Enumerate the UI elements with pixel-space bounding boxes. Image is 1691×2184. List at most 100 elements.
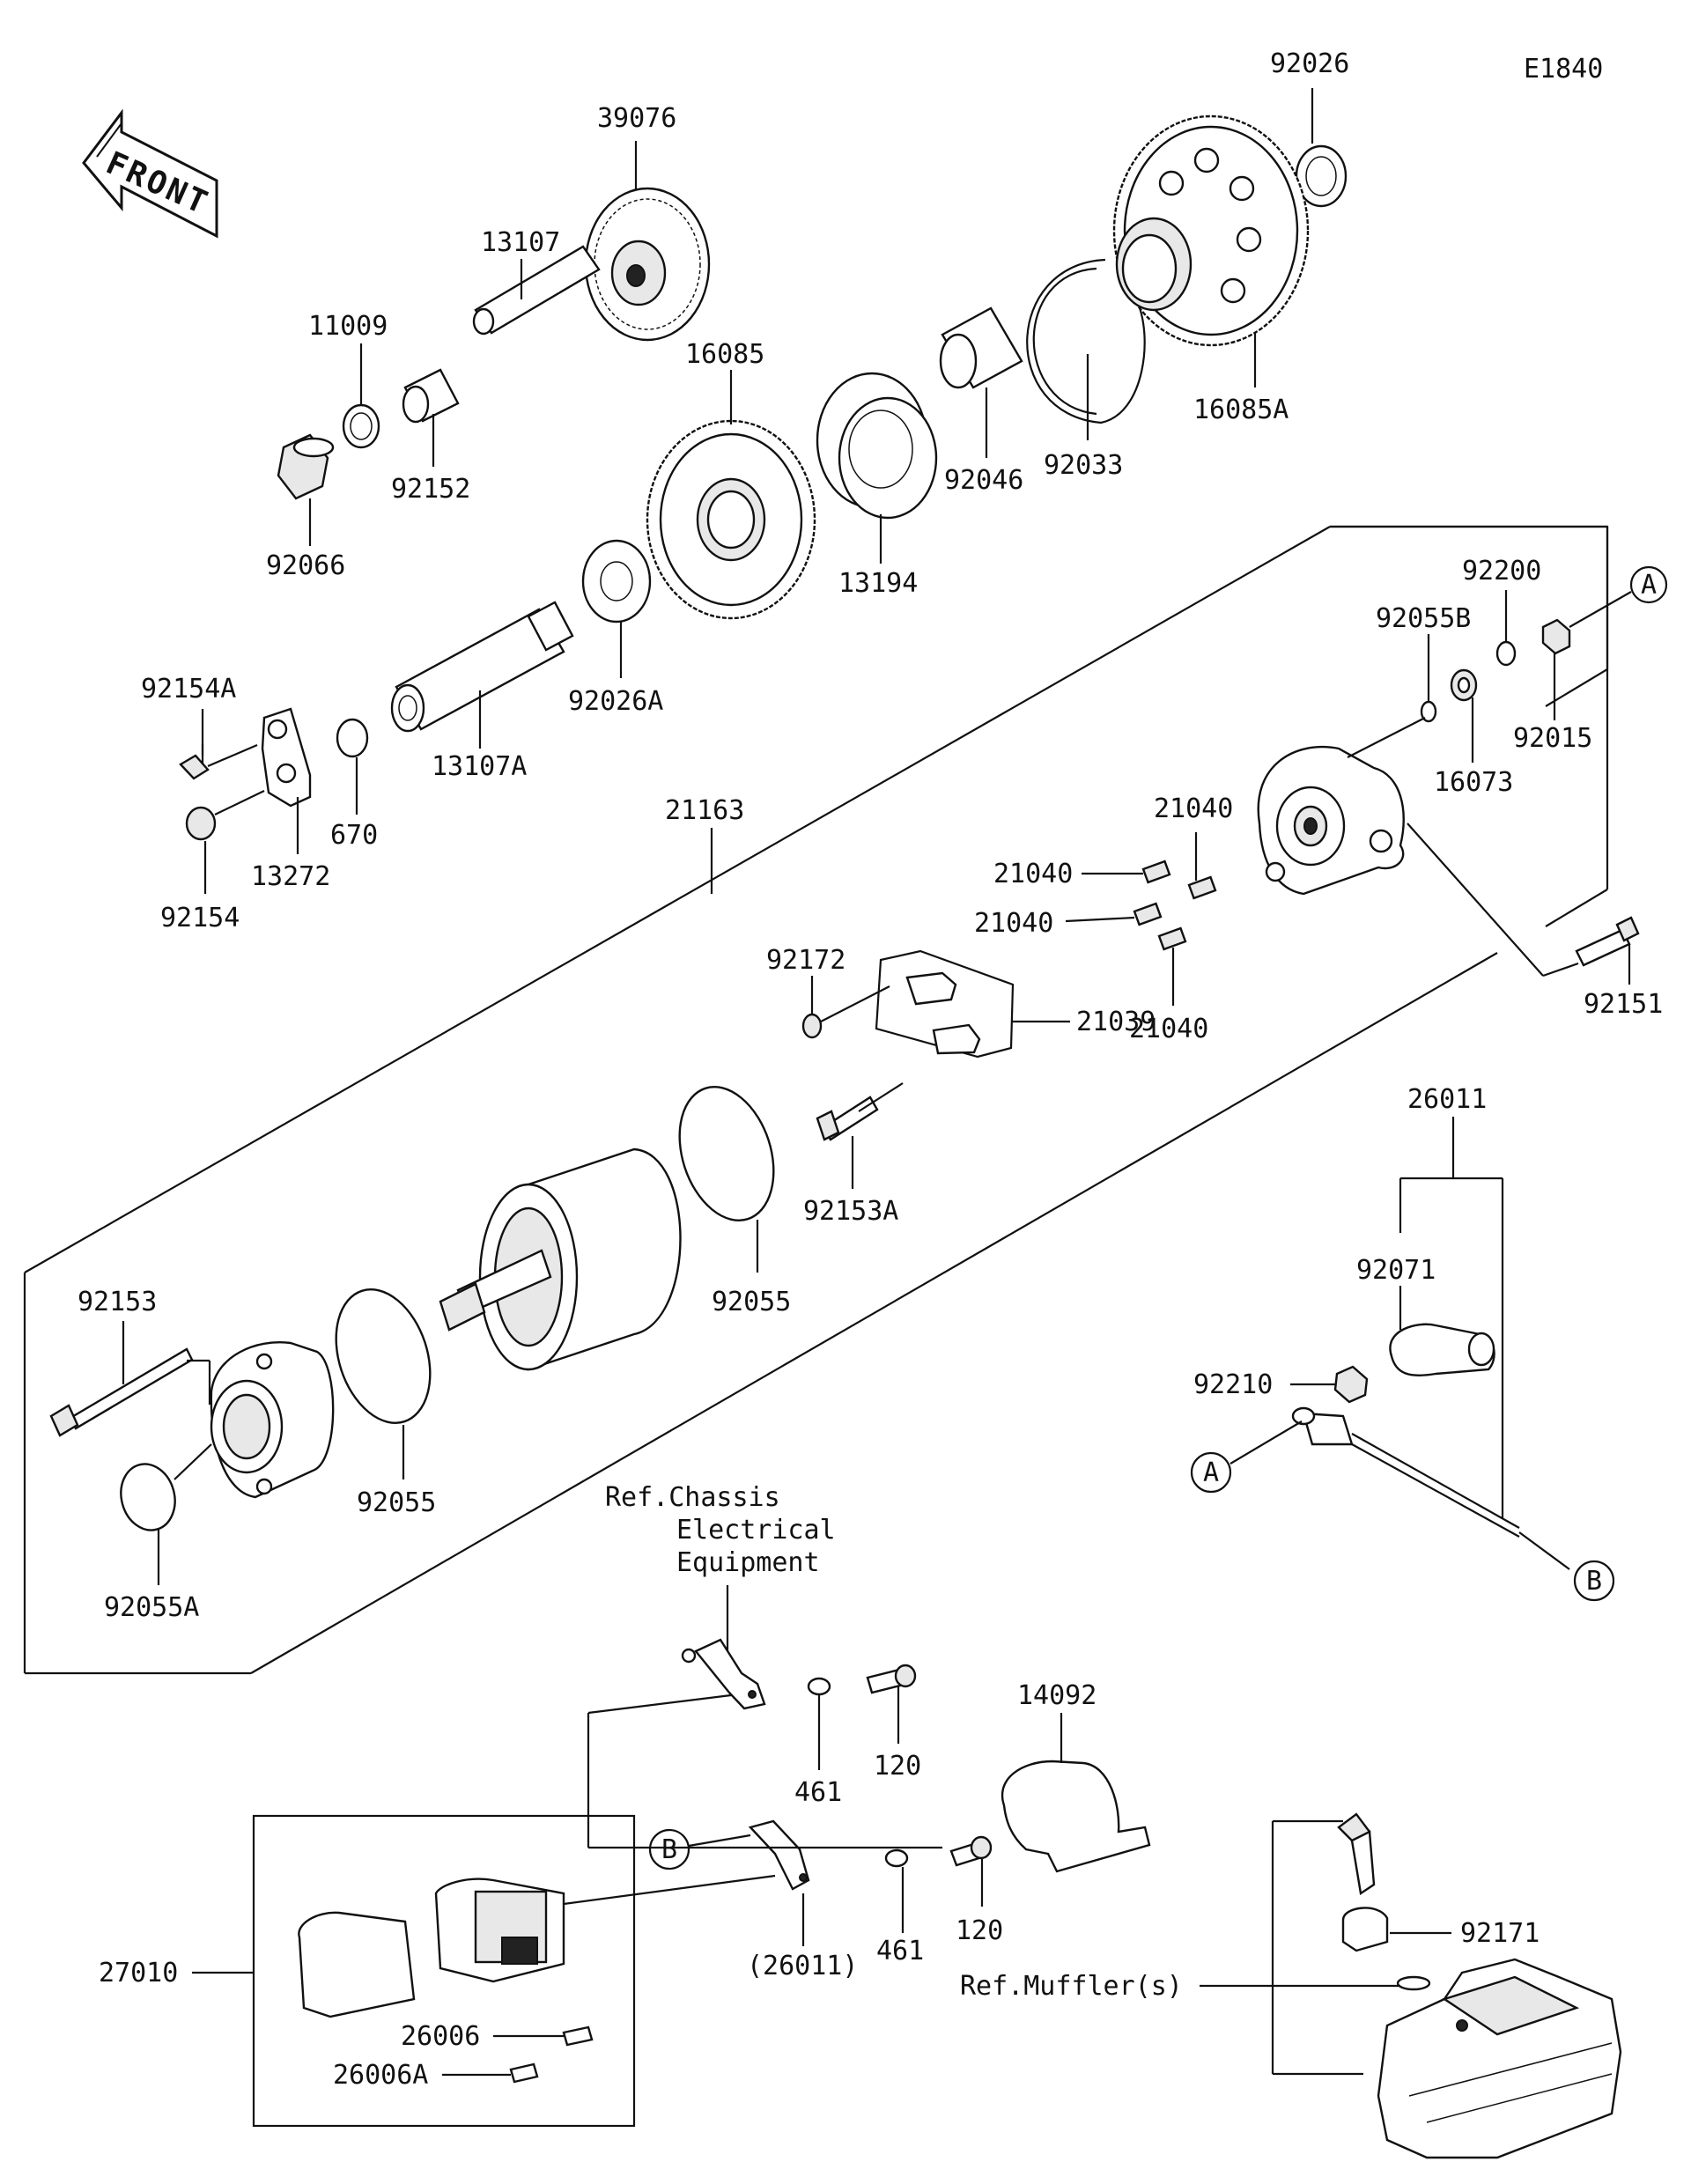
callout-b-lower-label: B (661, 1834, 677, 1865)
part-92153A (816, 1082, 904, 1189)
label-16073: 16073 (1434, 767, 1513, 798)
callout-a-cable (1190, 1451, 1232, 1494)
label-92015: 92015 (1513, 723, 1592, 754)
part-11009 (342, 343, 380, 449)
part-16073 (1450, 668, 1478, 763)
label-13194: 13194 (838, 568, 918, 599)
label-92026A: 92026A (568, 686, 663, 717)
label-26011: 26011 (1407, 1084, 1487, 1115)
label-92055-lower: 92055 (357, 1487, 436, 1518)
label-21040-c: 21040 (974, 908, 1053, 939)
part-13194 (816, 372, 938, 564)
label-92046: 92046 (944, 465, 1023, 496)
part-120-lower (949, 1835, 993, 1907)
part-13107A (390, 601, 574, 749)
label-92151: 92151 (1584, 989, 1663, 1020)
label-27010: 27010 (99, 1958, 178, 1988)
part-92055-upper (678, 1086, 775, 1273)
ref-chassis-line2: Electrical (676, 1515, 836, 1546)
front-arrow-icon: FRONT (82, 108, 218, 239)
part-39076 (584, 141, 711, 342)
label-92026: 92026 (1270, 48, 1349, 79)
part-92152 (402, 368, 460, 467)
part-14092 (1001, 1713, 1151, 1873)
part-92055-lower (335, 1288, 432, 1479)
label-39076: 39076 (597, 103, 676, 134)
label-21040-a: 21040 (1154, 793, 1233, 824)
label-13272: 13272 (251, 861, 330, 892)
relay-group-box (252, 1814, 636, 2128)
label-120-lower: 120 (956, 1915, 1003, 1946)
part-21039 (875, 949, 1070, 1059)
part-461-lower (884, 1848, 909, 1933)
label-16085A: 16085A (1193, 395, 1289, 425)
label-21040-d: 21040 (1129, 1014, 1208, 1044)
part-92026 (1295, 88, 1348, 208)
label-92172: 92172 (766, 945, 846, 976)
callout-a-cable-label: A (1203, 1457, 1219, 1488)
label-92154: 92154 (160, 903, 240, 933)
callout-b-lower (648, 1828, 690, 1870)
label-13107: 13107 (481, 227, 560, 258)
label-120-upper: 120 (874, 1751, 921, 1782)
part-92066 (277, 433, 335, 546)
part-13272 (261, 707, 312, 854)
label-21039: 21039 (1076, 1007, 1156, 1037)
part-26006 (493, 2025, 594, 2047)
label-92055-upper: 92055 (712, 1287, 791, 1317)
label-92210: 92210 (1193, 1369, 1273, 1400)
part-92153 (49, 1321, 194, 1437)
part-27010-relay (298, 1878, 565, 2018)
label-92154A: 92154A (141, 674, 236, 705)
part-461-upper (807, 1677, 831, 1770)
diagram-code: E1840 (1524, 54, 1603, 85)
label-26006A: 26006A (333, 2060, 428, 2091)
ref-muffler: Ref.Muffler(s) (960, 1971, 1183, 2002)
label-92153: 92153 (78, 1287, 157, 1317)
part-end-cover (1257, 717, 1426, 896)
part-21040-springs (1065, 832, 1217, 1006)
label-92152: 92152 (391, 474, 470, 505)
label-21040-b: 21040 (993, 859, 1073, 889)
callout-b-cable (1573, 1560, 1615, 1602)
callout-a-top (1629, 565, 1668, 604)
label-13107A: 13107A (432, 751, 527, 782)
part-92200 (1495, 590, 1517, 667)
label-92200: 92200 (1462, 556, 1541, 587)
label-14092: 14092 (1017, 1680, 1097, 1711)
part-670 (336, 718, 369, 815)
part-92046 (939, 306, 1023, 458)
part-92154 (185, 790, 265, 894)
part-26011-terminal (748, 1819, 810, 1946)
part-16085A (1112, 114, 1310, 387)
part-92026A (581, 539, 652, 678)
ref-chassis-line3: Equipment (676, 1547, 820, 1578)
label-92071: 92071 (1356, 1255, 1436, 1286)
part-motor-yoke (439, 1147, 682, 1371)
part-26006A (442, 2062, 539, 2084)
label-670: 670 (330, 820, 378, 851)
callout-b-cable-label: B (1586, 1566, 1602, 1597)
part-92151 (1407, 823, 1640, 985)
label-11009: 11009 (308, 311, 388, 342)
part-92055A (120, 1443, 212, 1585)
label-92055A: 92055A (104, 1592, 199, 1623)
part-92210 (1290, 1365, 1369, 1404)
label-92153A: 92153A (803, 1196, 898, 1227)
label-92066: 92066 (266, 550, 345, 581)
part-92154A (179, 743, 258, 780)
part-chassis-terminal (681, 1638, 766, 1710)
part-13107 (472, 245, 601, 336)
label-92055B: 92055B (1376, 603, 1471, 634)
part-120-upper (866, 1664, 917, 1744)
label-92033: 92033 (1044, 450, 1123, 481)
label-26011-ref: (26011) (747, 1951, 858, 1981)
part-front-cover (187, 1341, 335, 1499)
label-461-upper: 461 (794, 1777, 842, 1808)
label-16085: 16085 (685, 339, 764, 370)
part-92055B (1420, 634, 1437, 723)
part-16085 (646, 370, 816, 620)
part-starter-cable (1291, 1406, 1570, 1570)
part-92033 (1026, 258, 1146, 440)
